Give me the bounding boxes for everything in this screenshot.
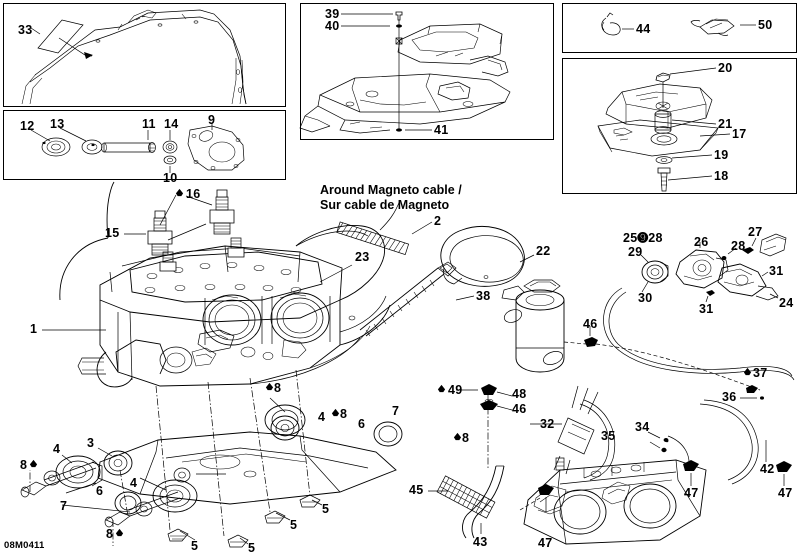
callout-10: 10 xyxy=(163,171,178,185)
art-clamp-stack xyxy=(456,384,513,470)
callout-50: 50 xyxy=(758,18,773,32)
callout-26: 26 xyxy=(694,235,709,249)
art-tunnel-assembly xyxy=(299,11,511,134)
callout-18: 18 xyxy=(714,169,729,183)
callout-3: 3 xyxy=(87,436,95,450)
callout-6-a: 6 xyxy=(96,484,104,498)
art-frame-rail xyxy=(21,9,247,105)
art-breather xyxy=(428,465,541,539)
art-muffler-mount xyxy=(597,67,731,192)
callout-15: 15 xyxy=(105,226,120,240)
callout-46-stack: 46 xyxy=(512,402,527,416)
art-magneto-cover xyxy=(30,123,245,173)
callout-16: 16 xyxy=(186,187,201,201)
callout-47-a: 47 xyxy=(538,536,553,550)
art-oil-pump-cluster xyxy=(640,233,787,303)
art-engine-block xyxy=(59,181,391,388)
callout-5-d: 5 xyxy=(322,502,330,516)
callout-1: 1 xyxy=(30,322,38,336)
callout-47-b: 47 xyxy=(684,486,699,500)
callout-8-a: 8 xyxy=(20,458,28,472)
art-clip-and-tie xyxy=(601,12,756,36)
art-starter-rope xyxy=(336,199,535,337)
art-oil-canister xyxy=(501,279,598,373)
nut-glyph-16 xyxy=(175,188,184,197)
callout-47-c: 47 xyxy=(778,486,793,500)
magneto-note-line1: Around Magneto cable / xyxy=(320,183,462,197)
callout-11: 11 xyxy=(142,117,156,131)
callout-27: 27 xyxy=(748,225,763,239)
nut-glyph-49 xyxy=(437,384,446,393)
callout-22: 22 xyxy=(536,244,551,258)
callout-4-a: 4 xyxy=(53,442,61,456)
callout-9: 9 xyxy=(208,113,216,127)
magneto-note-line2: Sur cable de Magneto xyxy=(320,198,450,212)
magneto-cable-note: Around Magneto cable / Sur cable de Magn… xyxy=(320,183,462,213)
callout-31-right: 31 xyxy=(769,264,784,278)
diagram-reference-code: 08M0411 xyxy=(4,540,45,551)
callout-39: 39 xyxy=(325,7,340,21)
nut-glyph-8e xyxy=(265,382,274,391)
callout-17: 17 xyxy=(732,127,747,141)
callout-43: 43 xyxy=(473,535,488,549)
nut-glyph-8b xyxy=(115,528,124,537)
callout-34: 34 xyxy=(635,420,650,434)
callout-19: 19 xyxy=(714,148,729,162)
callout-33: 33 xyxy=(18,23,33,37)
inset-clip-and-tie xyxy=(562,3,797,53)
callout-12: 12 xyxy=(20,119,35,133)
callout-14: 14 xyxy=(164,117,179,131)
callout-32: 32 xyxy=(540,417,555,431)
callout-35: 35 xyxy=(601,429,616,443)
callout-2: 2 xyxy=(434,214,442,228)
callout-25-28: 25➒28 xyxy=(623,231,663,245)
callout-5-b: 5 xyxy=(248,541,256,555)
nut-glyph-37 xyxy=(743,367,752,376)
callout-20: 20 xyxy=(718,61,733,75)
callout-21: 21 xyxy=(718,117,733,131)
callout-36: 36 xyxy=(722,390,737,404)
callout-8-d: 8 xyxy=(462,431,470,445)
art-sensors-exploded xyxy=(42,189,353,331)
nut-glyph-8a xyxy=(29,459,38,468)
art-throttle-bodies xyxy=(523,457,707,545)
callout-7-a: 7 xyxy=(60,499,68,513)
callout-28: 28 xyxy=(731,239,746,253)
art-engine-support xyxy=(20,369,403,548)
inset-frame-rail-sticker xyxy=(3,3,286,107)
callout-13: 13 xyxy=(50,117,65,131)
callout-38: 38 xyxy=(476,289,491,303)
callout-8-c: 8 xyxy=(340,407,348,421)
inset-magneto-cover xyxy=(3,110,286,180)
callout-24: 24 xyxy=(779,296,794,310)
callout-37: 37 xyxy=(753,366,768,380)
callout-41: 41 xyxy=(434,123,449,137)
callout-44: 44 xyxy=(636,22,651,36)
nut-glyph-8d xyxy=(453,432,462,441)
callout-5-c: 5 xyxy=(290,518,298,532)
callout-31-left: 31 xyxy=(699,302,714,316)
callout-46-canister: 46 xyxy=(583,317,598,331)
callout-8-b: 8 xyxy=(106,527,114,541)
callout-23: 23 xyxy=(355,250,370,264)
callout-29: 29 xyxy=(628,245,643,259)
callout-48: 48 xyxy=(512,387,527,401)
callout-6-b: 6 xyxy=(358,417,366,431)
callout-8-e: 8 xyxy=(274,381,282,395)
callout-42: 42 xyxy=(760,462,775,476)
callout-40: 40 xyxy=(325,19,340,33)
callout-30: 30 xyxy=(638,291,653,305)
inset-muffler-mount xyxy=(562,58,797,194)
callout-7-b: 7 xyxy=(392,404,400,418)
nut-glyph-8c xyxy=(331,408,340,417)
callout-5-a: 5 xyxy=(191,539,199,553)
callout-45: 45 xyxy=(409,483,424,497)
art-hoses xyxy=(530,287,795,512)
callout-4-c: 4 xyxy=(318,410,326,424)
callout-49: 49 xyxy=(448,383,463,397)
callout-4-b: 4 xyxy=(130,476,138,490)
